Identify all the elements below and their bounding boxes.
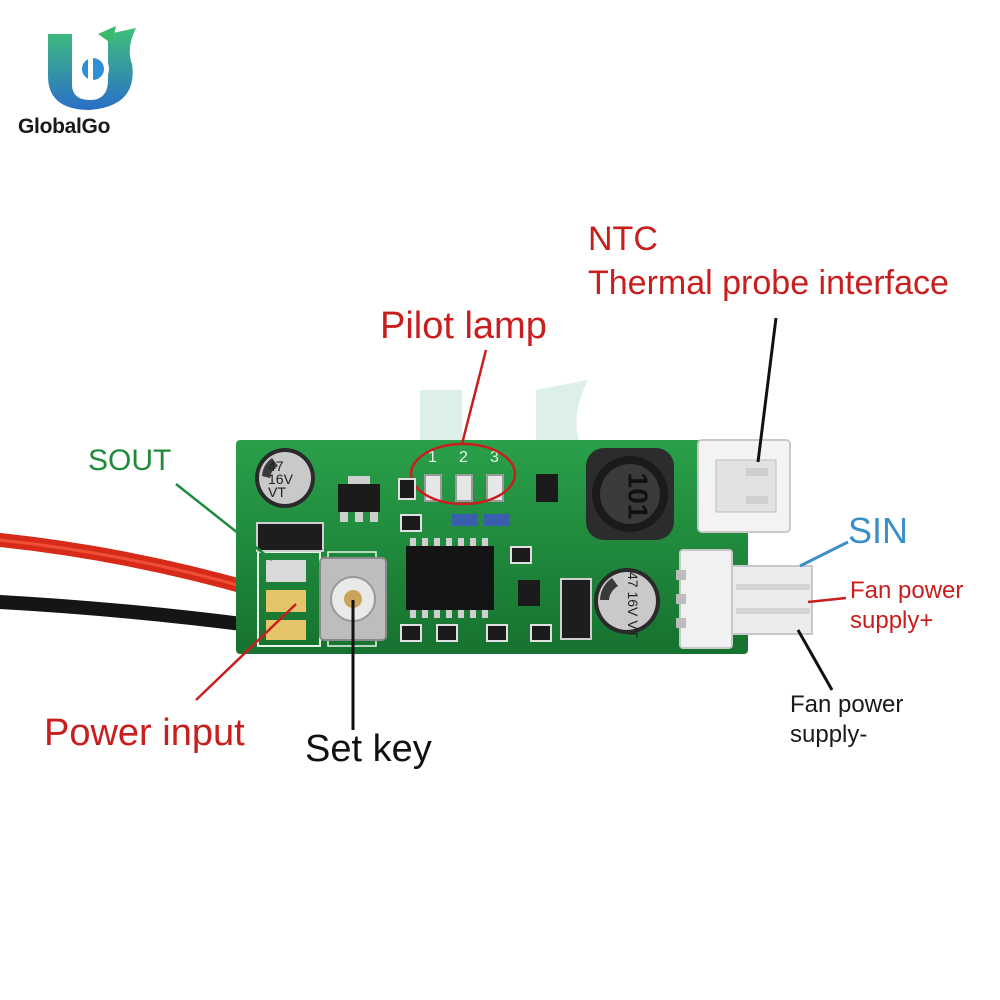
brand-logo (38, 14, 148, 114)
ntc-connector (696, 438, 792, 534)
capacitor-right (592, 566, 662, 636)
led-2 (455, 474, 473, 502)
set-key-button[interactable] (318, 556, 388, 642)
sin-pointer-line (799, 540, 849, 568)
power-input-label: Power input (44, 712, 245, 754)
led-1 (424, 474, 442, 502)
smd-resistor (398, 478, 416, 500)
sout-pointer-line (175, 483, 273, 561)
cap-marking-left: 47 16V VT (268, 458, 293, 500)
ic-chip (398, 536, 502, 620)
brand-name: GlobalGo (18, 115, 111, 138)
power-input-pointer-line (195, 603, 297, 701)
smd-transistor (536, 474, 558, 502)
led-number-1: 1 (428, 449, 437, 466)
pilot-lamp-label: Pilot lamp (380, 305, 547, 347)
sin-label: SIN (848, 510, 909, 551)
brand-logo-icon (48, 26, 136, 110)
fan-plus-pointer-line (807, 596, 847, 604)
inductor (582, 444, 678, 544)
smd-resistor (452, 514, 478, 526)
pilot-lamp-pointer-line (460, 349, 488, 445)
capacitor-left (252, 446, 318, 510)
smd-resistor (484, 514, 510, 526)
thermal-probe-label: Thermal probe interface (588, 264, 949, 302)
voltage-regulator (334, 476, 384, 524)
smd-diode (560, 578, 592, 640)
diode (256, 522, 324, 552)
fan-minus-pointer-line (796, 629, 834, 691)
smd-resistor (486, 624, 508, 642)
ntc-pointer-line (756, 317, 778, 463)
fan-power-minus-label: Fan power supply- (790, 691, 904, 748)
fan-power-plus-label: Fan power supply+ (850, 577, 964, 634)
set-key-label: Set key (305, 728, 432, 770)
smd-resistor (530, 624, 552, 642)
smd-resistor (400, 514, 422, 532)
smd-resistor (436, 624, 458, 642)
smd-resistor (400, 624, 422, 642)
ntc-label: NTC (588, 220, 658, 258)
led-number-2: 2 (459, 449, 468, 466)
fan-connector (676, 548, 816, 650)
smd-resistor (510, 546, 532, 564)
led-number-3: 3 (490, 449, 499, 466)
smd-transistor (518, 580, 540, 606)
sout-label: SOUT (88, 444, 172, 477)
